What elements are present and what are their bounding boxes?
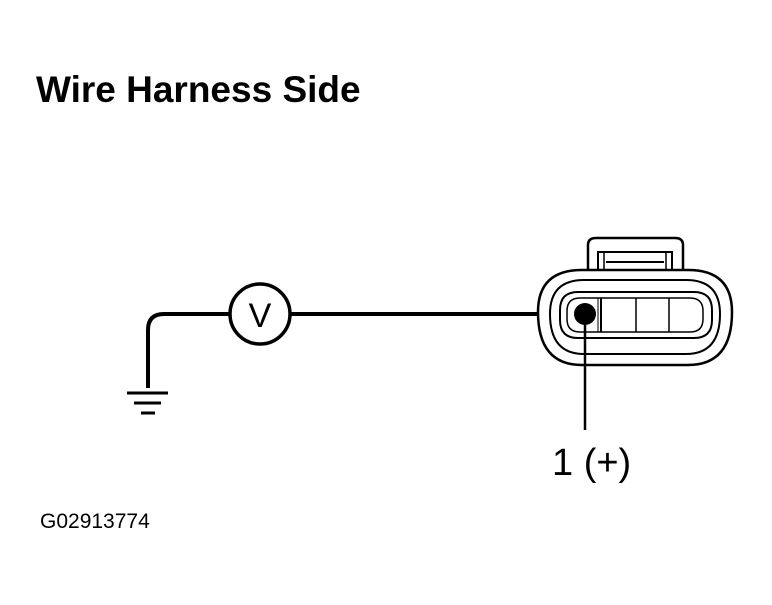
probe-contact-dot <box>574 303 596 325</box>
ground-symbol-icon <box>127 391 168 415</box>
pin-1-label: 1 (+) <box>552 442 632 484</box>
diagram-title: Wire Harness Side <box>36 69 361 110</box>
connector-icon <box>536 236 734 367</box>
figure-code: G02913774 <box>40 510 150 533</box>
voltmeter-icon: V <box>228 282 292 346</box>
voltmeter-symbol: V <box>249 297 272 335</box>
ground-wire <box>146 312 230 388</box>
